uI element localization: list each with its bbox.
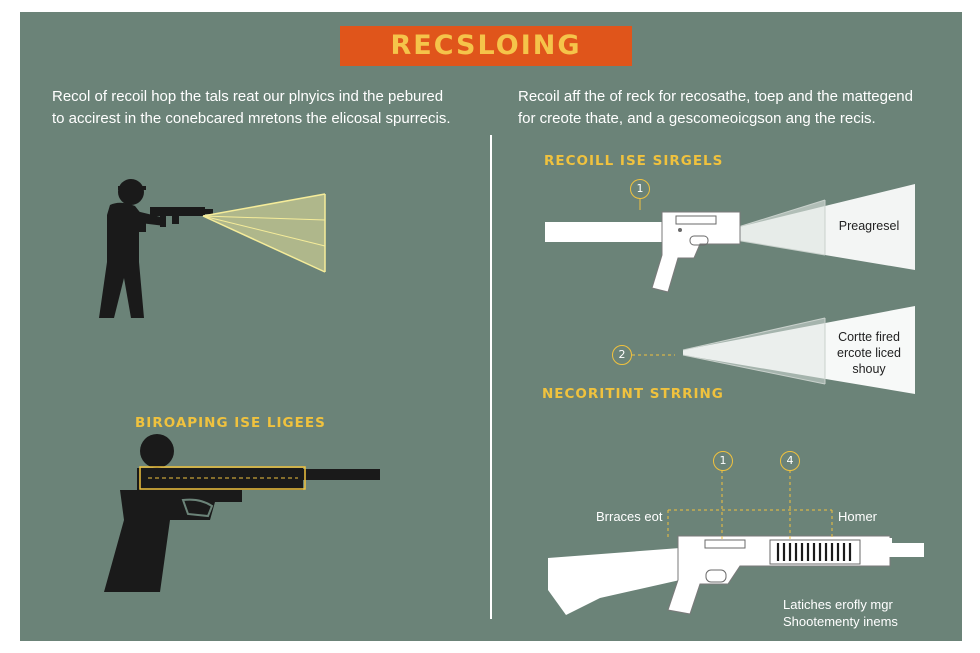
marker-4-badge: 4 — [780, 451, 800, 471]
label-cortte-line-1: Cortte fired — [838, 330, 900, 344]
label-cortte-fired: Cortte fired ercote liced shouy — [826, 329, 912, 377]
long-rifle-icon — [548, 535, 924, 615]
section-heading-necoritint-strring: NECORITINT STRRING — [542, 386, 724, 402]
marker-1a-badge: 1 — [630, 179, 650, 199]
infographic-title: RECSLOING — [340, 26, 632, 66]
shooter-silhouette-icon — [99, 179, 213, 318]
intro-right-line-1: Recoil aff the of reck for recosathe, to… — [518, 88, 913, 105]
rifle-1-icon — [651, 211, 741, 293]
label-latches: Latiches erofly mgr Shootementy inems — [783, 596, 898, 630]
intro-left-line-1: Recol of recoil hop the tals reat our pl… — [52, 88, 444, 105]
intro-text-right: Recoil aff the of reck for recosathe, to… — [518, 86, 913, 130]
marker-1b-badge: 1 — [713, 451, 733, 471]
column-divider — [490, 135, 492, 619]
spray-cone-icon — [202, 193, 326, 273]
label-cortte-line-3: shouy — [852, 362, 886, 376]
marker-2-badge: 2 — [612, 345, 632, 365]
beam-diagram-2-icon — [682, 306, 915, 394]
label-latches-line-2: Shootementy inems — [783, 614, 898, 629]
label-cortte-line-2: ercote liced — [837, 346, 901, 360]
beam-diagram-1-icon — [545, 184, 915, 270]
pistol-silhouette-icon — [104, 434, 380, 592]
intro-left-line-2: to accirest in the conebcared mretons th… — [52, 110, 451, 127]
long-rifle-leaders — [667, 470, 833, 540]
label-homer: Homer — [838, 509, 878, 524]
intro-right-line-2: for creote thate, and a gescomeoicgson a… — [518, 110, 876, 127]
label-braces: Brraces eot — [596, 509, 663, 524]
section-heading-recoil-signals: RECOILL ISE SIRGELS — [544, 153, 724, 169]
label-latches-line-1: Latiches erofly mgr — [783, 597, 893, 612]
label-preagresel: Preagresel — [838, 219, 900, 233]
section-heading-biroaping-ligees: BIROAPING ISE LIGEES — [135, 415, 326, 431]
intro-text-left: Recol of recoil hop the tals reat our pl… — [52, 86, 451, 130]
